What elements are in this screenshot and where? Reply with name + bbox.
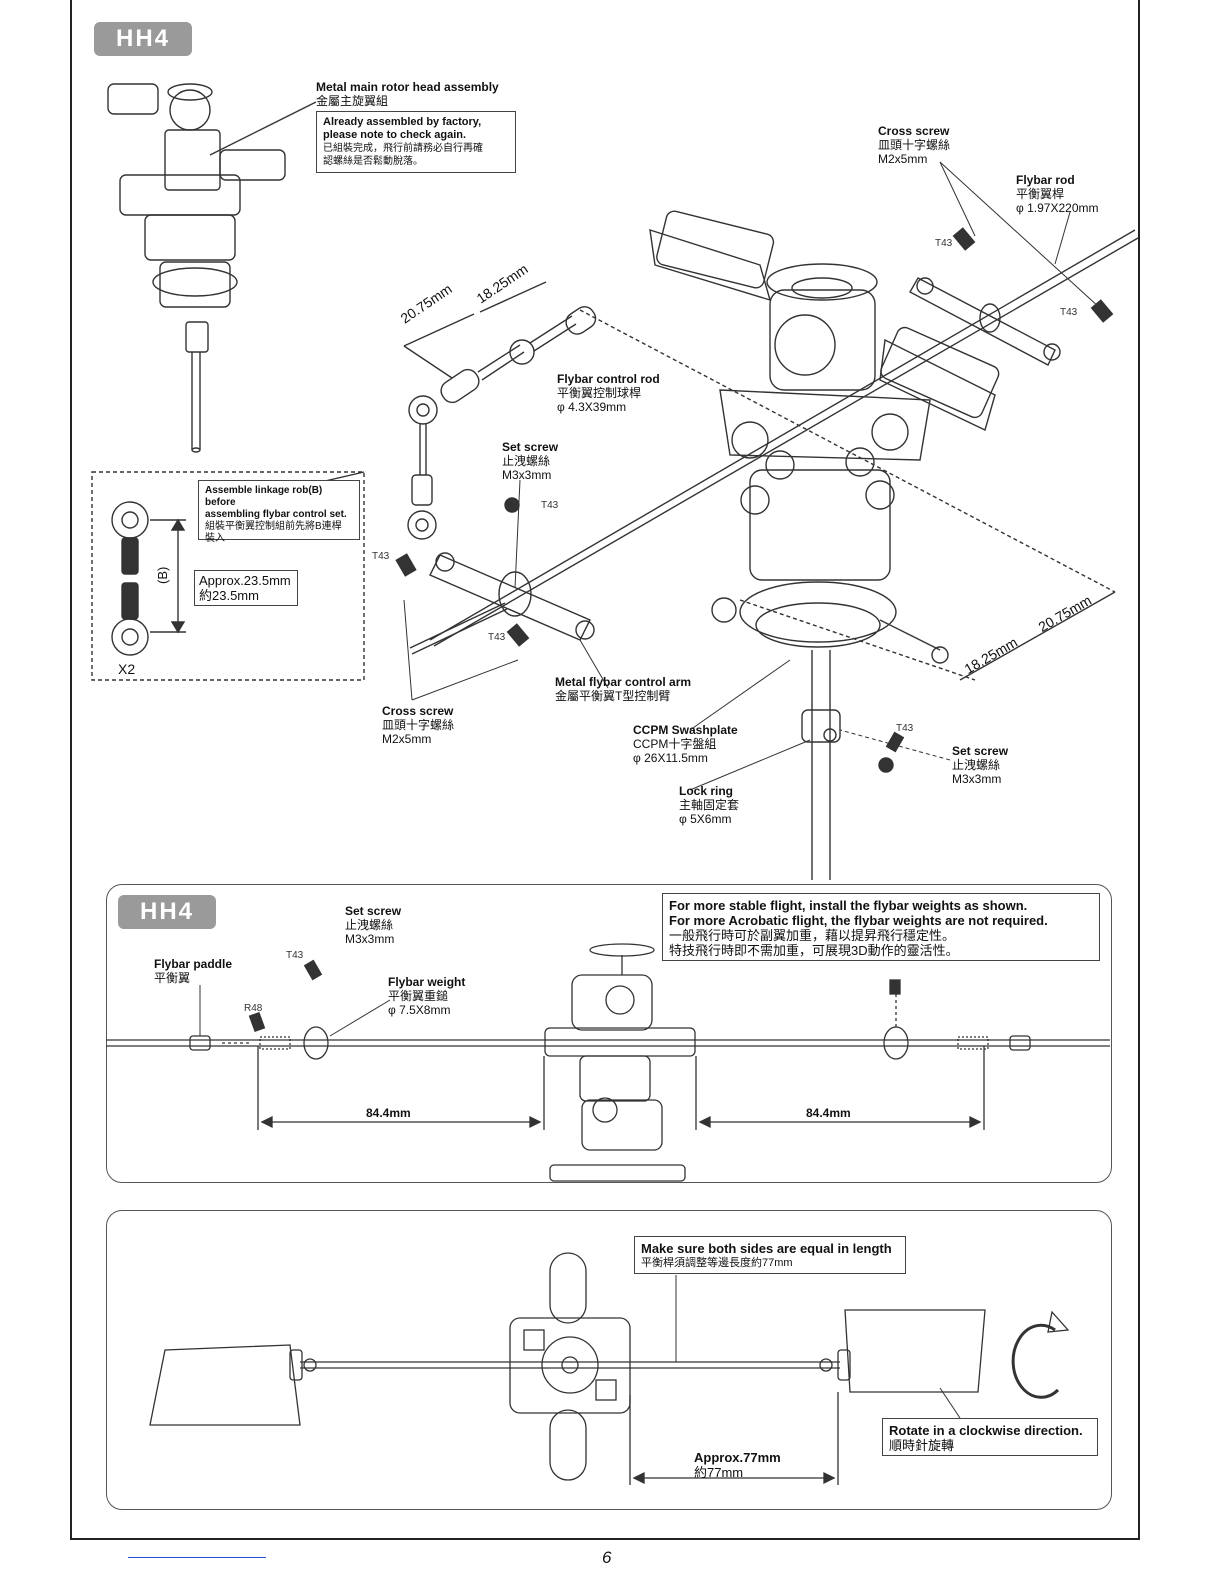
section-tag-hh4-top: HH4 <box>94 22 193 56</box>
label-set-screw-1: Set screw 止洩螺絲 M3x3mm <box>502 440 559 482</box>
equal-length-note-box: Make sure both sides are equal in length… <box>634 1236 906 1274</box>
footer-link-line <box>128 1557 266 1558</box>
label-approx-77: Approx.77mm 約77mm <box>694 1450 781 1480</box>
label-set-screw-middle: Set screw 止洩螺絲 M3x3mm <box>345 904 402 946</box>
label-lock-ring: Lock ring 主軸固定套 φ 5X6mm <box>679 784 740 826</box>
linkage-rod-drawing <box>407 395 438 540</box>
t43-label-4: T43 <box>372 551 390 562</box>
label-cross-screw-top: Cross screw 皿頭十字螺絲 M2x5mm <box>878 124 951 166</box>
t43-label-middle: T43 <box>286 950 304 961</box>
label-flybar-weight: Flybar weight 平衡翼重鎚 φ 7.5X8mm <box>388 975 466 1017</box>
label-control-arm: Metal flybar control arm 金屬平衡翼T型控制臂 <box>555 675 692 703</box>
t43-label-1: T43 <box>935 238 953 249</box>
t43-label-6: T43 <box>896 723 914 734</box>
rotor-head-small-drawing <box>107 83 317 453</box>
factory-note-box: Already assembled by factory, please not… <box>316 111 516 173</box>
flybar-weight-panel <box>106 884 1112 1183</box>
dim-84-left: 84.4mm <box>366 1106 411 1120</box>
label-set-screw-2: Set screw 止洩螺絲 M3x3mm <box>952 744 1009 786</box>
dim-84-right: 84.4mm <box>806 1106 851 1120</box>
x2-label: X2 <box>118 661 136 677</box>
t43-label-3: T43 <box>541 500 559 511</box>
label-swashplate: CCPM Swashplate CCPM十字盤組 φ 26X11.5mm <box>633 723 738 765</box>
label-flybar-paddle: Flybar paddle 平衡翼 <box>154 957 233 985</box>
r48-label: R48 <box>244 1003 263 1014</box>
approx-b-box: Approx.23.5mm 約23.5mm <box>194 570 298 606</box>
screws-top <box>395 227 1114 773</box>
dimension-arrows-top <box>403 281 1116 681</box>
t43-label-5: T43 <box>488 632 506 643</box>
label-rotor-head: Metal main rotor head assembly 金屬主旋翼組 <box>316 80 499 108</box>
flybar-weight-note-box: For more stable flight, install the flyb… <box>662 893 1100 961</box>
rotate-note-box: Rotate in a clockwise direction. 順時針旋轉 <box>882 1418 1098 1456</box>
section-tag-hh4-middle: HH4 <box>118 895 217 929</box>
flybar-control-rod-drawing <box>440 306 597 404</box>
paddle-alignment-panel <box>106 1210 1112 1510</box>
label-flybar-rod: Flybar rod 平衡翼桿 φ 1.97X220mm <box>1016 173 1099 215</box>
label-cross-screw-bottom: Cross screw 皿頭十字螺絲 M2x5mm <box>382 704 455 746</box>
rotor-head-large-drawing <box>429 210 1139 880</box>
label-flybar-control-rod: Flybar control rod 平衡翼控制球桿 φ 4.3X39mm <box>557 372 660 414</box>
page-number: 6 <box>602 1548 612 1567</box>
linkage-note-box: Assemble linkage rob(B) before assemblin… <box>198 480 360 544</box>
t43-label-2: T43 <box>1060 307 1078 318</box>
page-frame <box>70 0 1140 1540</box>
